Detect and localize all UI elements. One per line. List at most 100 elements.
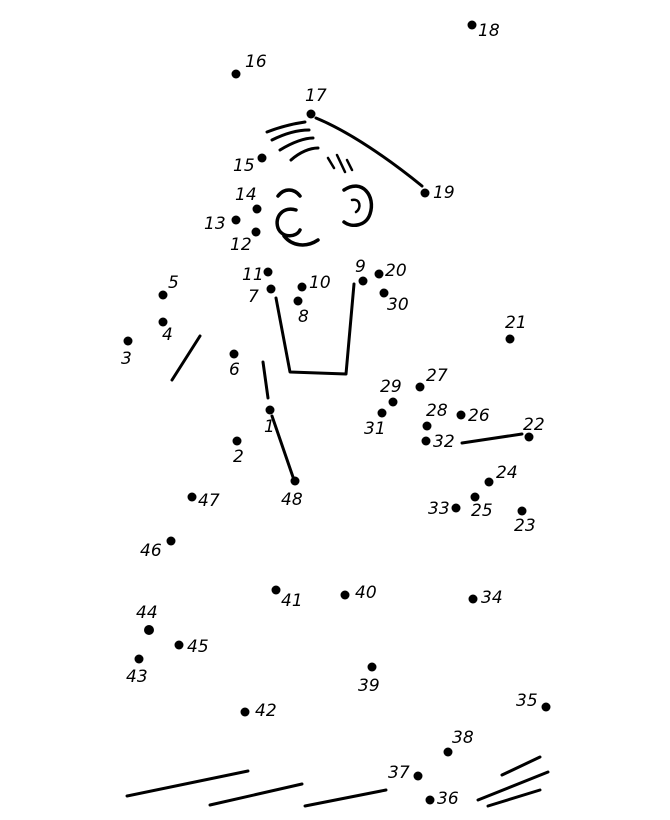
dot-marker bbox=[484, 477, 494, 487]
dot-41: 41 bbox=[271, 585, 303, 611]
dot-label: 16 bbox=[245, 52, 267, 72]
dot-31: 31 bbox=[364, 408, 387, 439]
dot-35: 35 bbox=[516, 691, 551, 712]
dot-marker bbox=[374, 269, 384, 279]
dot-label: 26 bbox=[468, 406, 490, 426]
dot-47: 47 bbox=[187, 491, 220, 511]
dot-marker bbox=[306, 109, 316, 119]
dot-label: 43 bbox=[126, 667, 148, 687]
dot-marker bbox=[290, 476, 300, 486]
dot-label: 21 bbox=[505, 313, 527, 333]
dot-marker bbox=[144, 625, 154, 635]
dot-label: 40 bbox=[355, 583, 377, 603]
dot-10: 10 bbox=[297, 273, 331, 293]
dot-label: 33 bbox=[428, 499, 450, 519]
hair-stroke bbox=[265, 120, 307, 134]
dot-marker bbox=[388, 397, 398, 407]
dot-37: 37 bbox=[388, 763, 423, 783]
dot-18: 18 bbox=[467, 20, 500, 41]
ground-stroke bbox=[476, 770, 550, 802]
dot-label: 38 bbox=[452, 728, 474, 748]
dot-label: 45 bbox=[187, 637, 209, 657]
dot-8: 8 bbox=[293, 296, 309, 327]
dot-3: 3 bbox=[121, 336, 133, 369]
dot-label: 18 bbox=[478, 21, 500, 41]
dot-marker bbox=[263, 267, 273, 277]
dot-label: 42 bbox=[255, 701, 277, 721]
dot-48: 48 bbox=[281, 476, 303, 510]
dot-marker bbox=[420, 188, 430, 198]
arm-stroke bbox=[170, 334, 202, 382]
dot-marker bbox=[415, 382, 425, 392]
shirt-collar bbox=[274, 282, 356, 376]
ground-stroke bbox=[125, 769, 250, 798]
dot-marker bbox=[505, 334, 515, 344]
line-art bbox=[125, 116, 550, 808]
dot-label: 48 bbox=[281, 490, 303, 510]
dot-label: 15 bbox=[233, 156, 255, 176]
dot-42: 42 bbox=[240, 701, 277, 721]
dot-label: 10 bbox=[309, 273, 331, 293]
dot-21: 21 bbox=[505, 313, 527, 344]
dot-marker bbox=[252, 204, 262, 214]
dot-marker bbox=[231, 215, 241, 225]
dot-marker bbox=[187, 492, 197, 502]
dot-25: 25 bbox=[470, 492, 493, 521]
dot-marker bbox=[421, 436, 431, 446]
dot-marker bbox=[451, 503, 461, 513]
dot-28: 28 bbox=[422, 401, 448, 431]
dot-23: 23 bbox=[514, 506, 536, 536]
dot-label: 44 bbox=[136, 603, 158, 623]
dot-marker bbox=[271, 585, 281, 595]
nose bbox=[275, 207, 302, 238]
dot-33: 33 bbox=[428, 499, 461, 519]
ear bbox=[342, 184, 374, 228]
dot-32: 32 bbox=[421, 432, 455, 452]
dot-label: 7 bbox=[248, 287, 259, 307]
dot-label: 17 bbox=[305, 86, 327, 106]
dot-15: 15 bbox=[233, 153, 267, 176]
dot-label: 28 bbox=[426, 401, 448, 421]
dot-13: 13 bbox=[204, 214, 241, 234]
dot-marker bbox=[134, 654, 144, 664]
dot-22: 22 bbox=[523, 415, 545, 442]
dot-label: 9 bbox=[355, 257, 366, 277]
dot-39: 39 bbox=[358, 662, 380, 696]
dot-label: 36 bbox=[437, 789, 459, 809]
dot-marker bbox=[123, 336, 133, 346]
dot-label: 46 bbox=[140, 541, 162, 561]
dot-label: 14 bbox=[235, 185, 257, 205]
dot-12: 12 bbox=[230, 227, 261, 255]
dot-46: 46 bbox=[140, 536, 176, 561]
hair-stroke bbox=[335, 153, 347, 174]
dot-marker bbox=[158, 317, 168, 327]
dot-marker bbox=[470, 492, 480, 502]
dot-27: 27 bbox=[415, 366, 448, 392]
dot-20: 20 bbox=[374, 261, 407, 281]
dot-36: 36 bbox=[425, 789, 459, 809]
hair-stroke bbox=[326, 156, 336, 170]
dot-marker bbox=[413, 771, 423, 781]
dots: 1 2 3 4 5 6 7 8 9 10 11 12 13 14 15 16 1… bbox=[121, 20, 551, 809]
dot-marker bbox=[367, 662, 377, 672]
dot-label: 5 bbox=[168, 273, 179, 293]
dot-label: 6 bbox=[229, 360, 240, 380]
dot-marker bbox=[340, 590, 350, 600]
dot-marker bbox=[266, 284, 276, 294]
dot-2: 2 bbox=[232, 436, 244, 467]
dot-label: 12 bbox=[230, 235, 252, 255]
dot-9: 9 bbox=[355, 257, 368, 286]
dot-marker bbox=[358, 276, 368, 286]
hair-stroke bbox=[278, 136, 315, 152]
dot-marker bbox=[166, 536, 176, 546]
dot-marker bbox=[231, 69, 241, 79]
dot-label: 34 bbox=[481, 588, 503, 608]
dot-45: 45 bbox=[174, 637, 209, 657]
dot-40: 40 bbox=[340, 583, 377, 603]
ground-stroke bbox=[303, 788, 388, 808]
dot-label: 27 bbox=[426, 366, 448, 386]
dot-14: 14 bbox=[235, 185, 262, 214]
dot-marker bbox=[240, 707, 250, 717]
hair-stroke bbox=[270, 128, 311, 142]
hand-stroke bbox=[460, 432, 524, 445]
